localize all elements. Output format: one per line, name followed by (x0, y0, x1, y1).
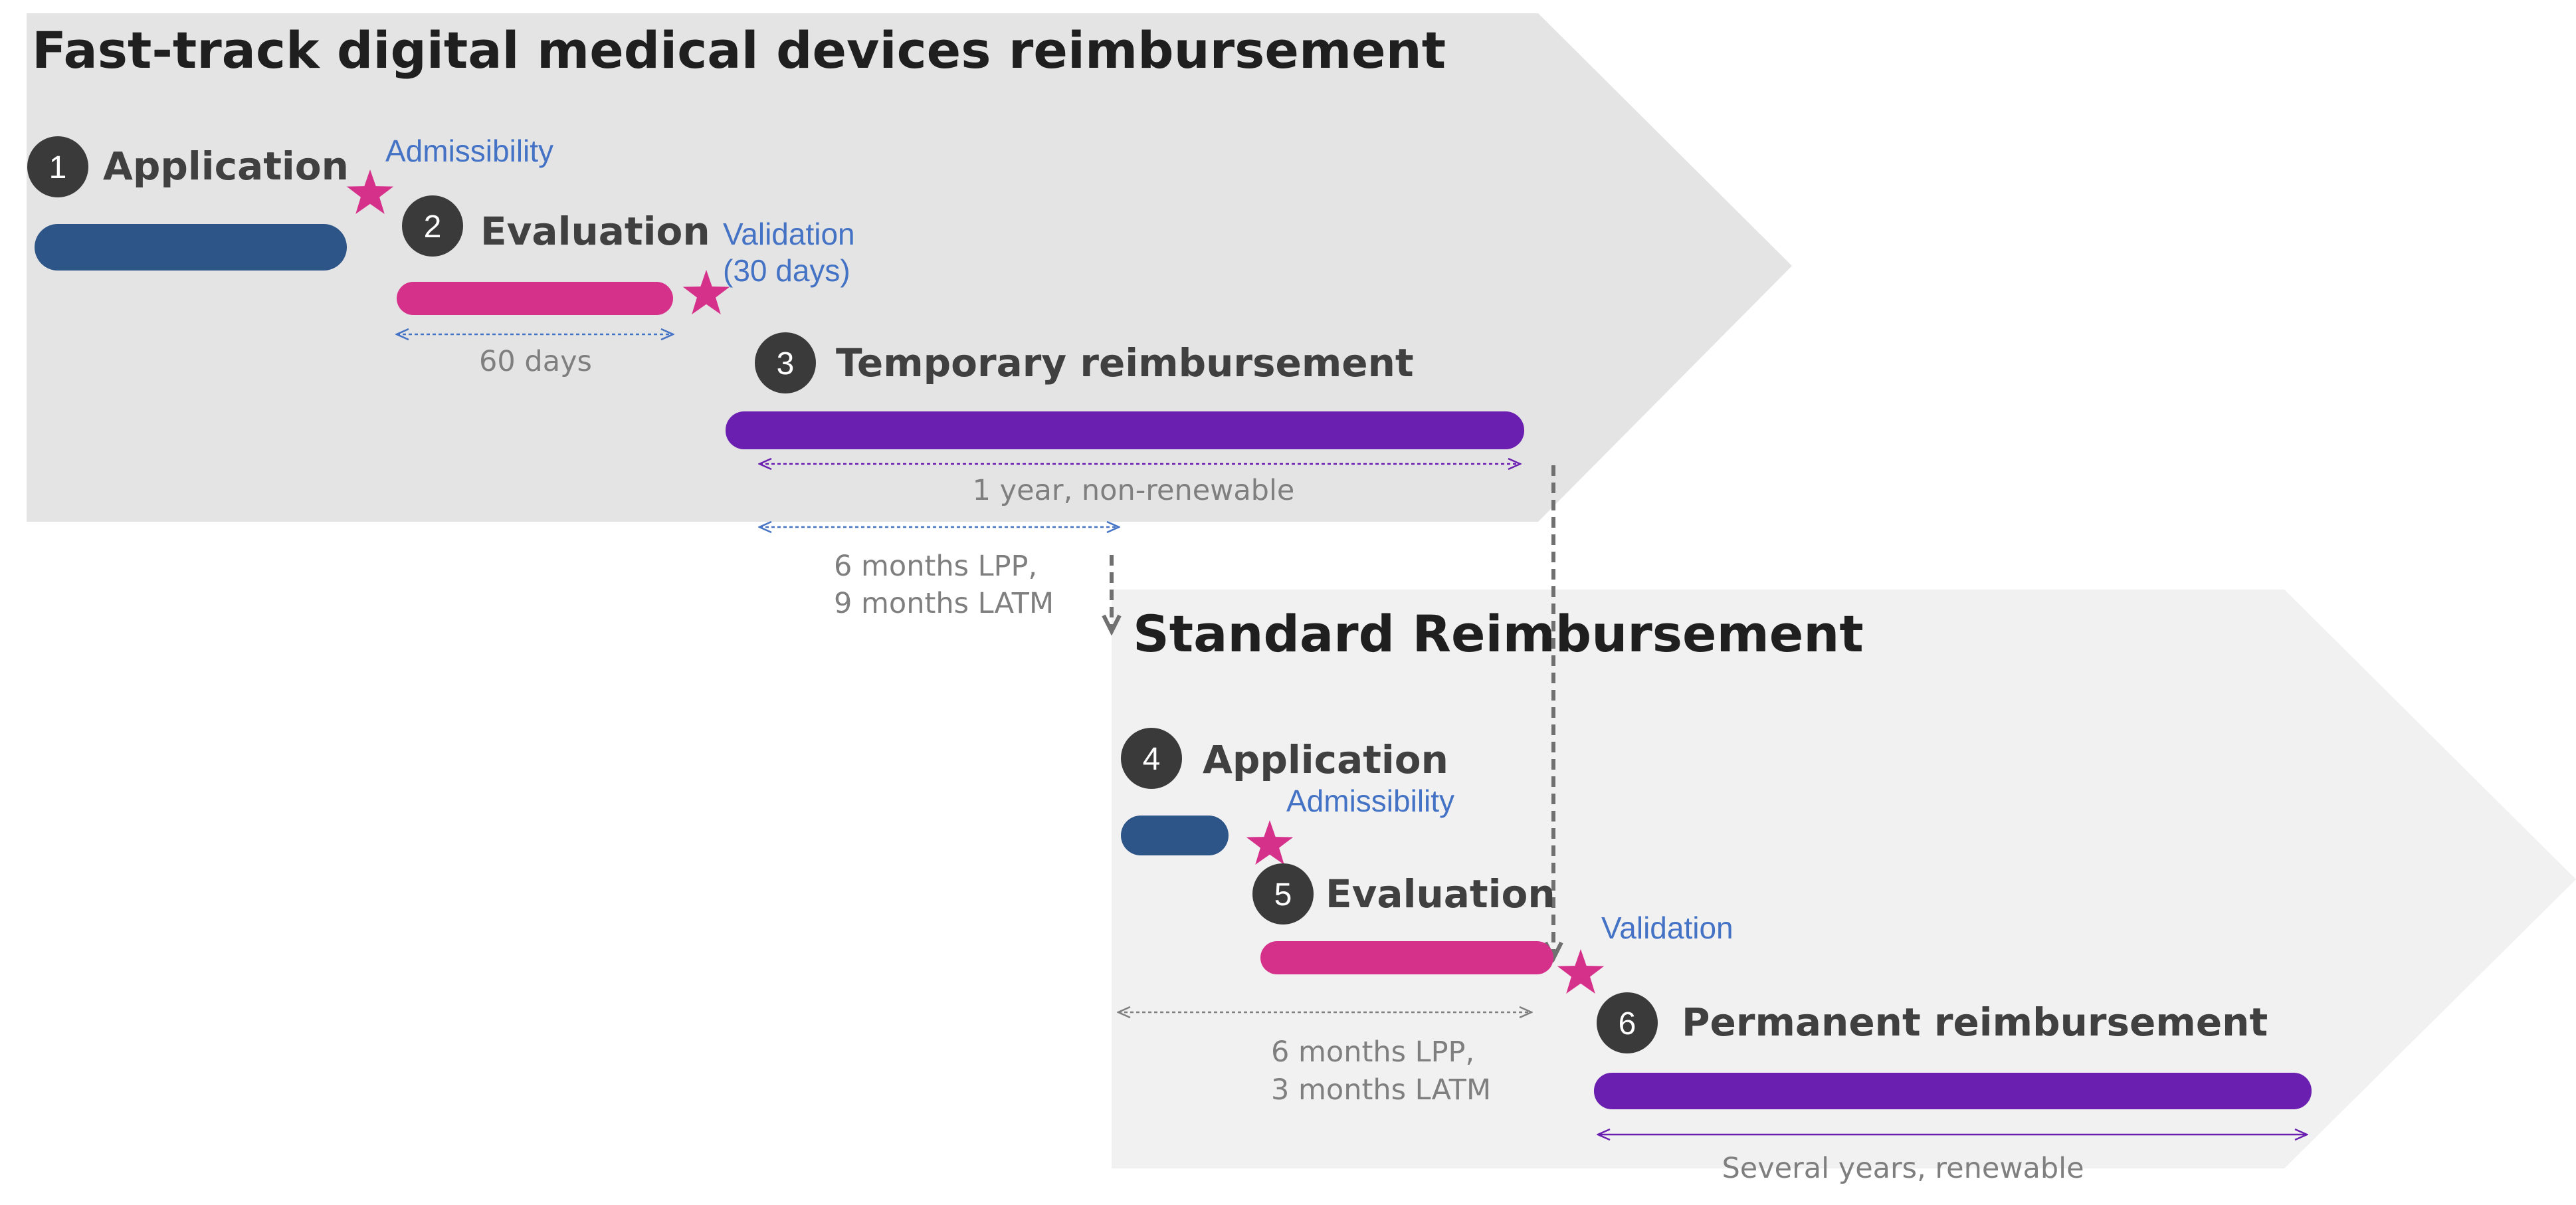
step-3-label: Temporary reimbursement (836, 340, 1414, 385)
standard-evaluation-line-2: 3 months LATM (1271, 1073, 1491, 1107)
step-5-badge (1252, 863, 1314, 925)
standard-admissibility-star-icon (1246, 820, 1294, 865)
step-3-badge (755, 332, 816, 393)
admissibility-star-icon (346, 169, 394, 214)
step-5-label: Evaluation (1326, 871, 1555, 917)
evaluation-bar (397, 282, 673, 315)
step-4-label: Application (1203, 737, 1448, 782)
application-deadline-line-1: 6 months LPP, (834, 550, 1037, 583)
admissibility-label: Admissibility (385, 134, 553, 168)
standard-application-bar (1121, 816, 1229, 855)
step-2-number: 2 (424, 209, 442, 245)
temporary-duration-label: 1 year, non-renewable (973, 474, 1295, 507)
step-4-badge (1121, 728, 1182, 789)
permanent-reimbursement-bar (1594, 1073, 2312, 1109)
step-2-badge (402, 195, 463, 257)
step-1-label: Application (103, 144, 349, 189)
step-4-number: 4 (1143, 742, 1161, 777)
step-2-label: Evaluation (480, 209, 710, 254)
standard-title: Standard Reimbursement (1133, 604, 1864, 663)
validation-duration: (30 days) (723, 253, 850, 288)
step-6-number: 6 (1619, 1006, 1636, 1041)
fast-track-title: Fast-track digital medical devices reimb… (32, 21, 1446, 80)
validation-star-icon (682, 270, 730, 314)
step-5-number: 5 (1274, 877, 1292, 913)
permanent-duration-label: Several years, renewable (1722, 1152, 2084, 1185)
standard-admissibility-label: Admissibility (1286, 784, 1454, 818)
temporary-reimbursement-bar (726, 411, 1524, 449)
fast-track-chevron (27, 13, 1792, 522)
step-1-number: 1 (49, 150, 67, 185)
step-6-label: Permanent reimbursement (1682, 1000, 2268, 1045)
standard-chevron (1112, 590, 2576, 1168)
step-1-badge (27, 136, 88, 197)
standard-evaluation-bar (1260, 941, 1553, 974)
application-bar (35, 224, 347, 271)
step-6-badge (1597, 992, 1658, 1053)
standard-evaluation-line-1: 6 months LPP, (1271, 1036, 1474, 1069)
validation-label: Validation (723, 217, 855, 251)
evaluation-duration-label: 60 days (479, 345, 592, 378)
standard-validation-label: Validation (1601, 911, 1734, 945)
application-deadline-line-2: 9 months LATM (834, 587, 1054, 620)
standard-validation-star-icon (1557, 949, 1605, 994)
step-3-number: 3 (777, 346, 795, 382)
